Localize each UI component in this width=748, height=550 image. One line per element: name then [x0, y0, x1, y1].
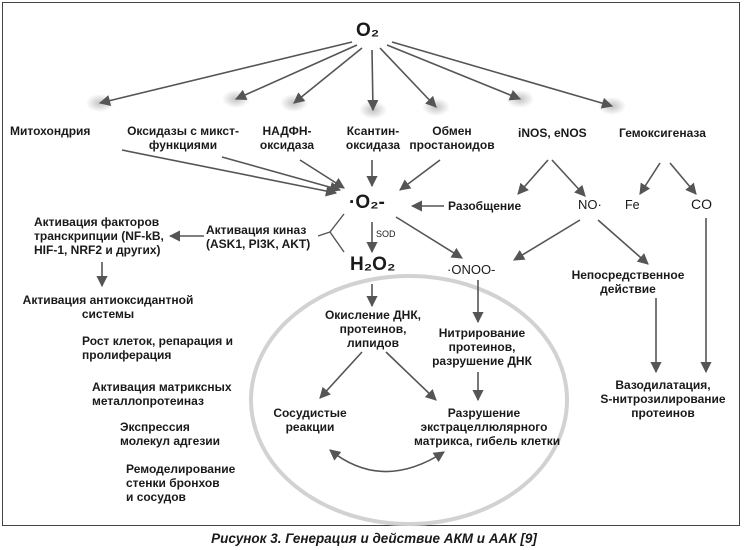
nitration-line-3: разрушение ДНК — [432, 354, 532, 368]
o2-node: O₂ — [356, 20, 380, 41]
co-node: CO — [691, 196, 712, 212]
remodel-line-2: стенки бронхов — [126, 476, 220, 490]
nitration-line-1: Нитрирование — [438, 326, 526, 340]
arrow-o2-xanthine — [367, 49, 379, 112]
xanthine-line-2: оксидаза — [345, 138, 401, 152]
arrow-nos-uncoupling — [517, 159, 549, 195]
no-node: NO· — [578, 197, 602, 212]
vasodil-line-1: Вазодилатация, — [615, 378, 711, 392]
vascular-line-2: реакции — [285, 420, 335, 434]
arrow-nos-no — [551, 159, 586, 197]
transcription-node: Активация факторов транскрипции (NF-kB, … — [34, 215, 164, 257]
arrow-heme-co — [669, 162, 697, 195]
tf-line-3: HIF-1, NRF2 и других) — [34, 243, 161, 257]
ecm-node: Разрушение экстрацеллюлярного матрикса, … — [414, 406, 561, 448]
bracket-h2o2-kinase — [329, 213, 345, 253]
mmp-node: Активация матриксных металлопротеиназ — [92, 380, 232, 408]
arrow-o2-heme — [391, 41, 614, 109]
arrow-prostanoid-superoxide — [399, 159, 441, 191]
figure-frame — [2, 2, 740, 526]
heme-oxygenase-node: Гемоксигеназа — [619, 126, 706, 140]
arrow-nadph-superoxide — [299, 159, 345, 189]
arrow-mixed-superoxide — [221, 156, 342, 193]
peroxynitrite-node: ·ONOO- — [447, 262, 496, 277]
antioxidant-node: Активация антиоксидантной системы — [22, 293, 194, 321]
adhesion-line-2: молекул адгезии — [120, 434, 221, 448]
mixed-oxidases-node: Оксидазы с микст- функциями — [112, 124, 254, 152]
vasodil-line-3: протеинов — [631, 406, 695, 420]
kinase-line-2: (ASK1, PI3K, AKT) — [206, 237, 311, 251]
shadow-blobs — [86, 90, 626, 119]
arrow-no-onoo — [513, 219, 581, 261]
mmp-line-2: металлопротеиназ — [92, 394, 204, 408]
nadph-line-2: оксидаза — [259, 138, 315, 152]
vasodil-line-2: S-нитрозилирование — [600, 392, 726, 406]
tf-line-1: Активация факторов — [34, 215, 160, 229]
mmp-line-1: Активация матриксных — [92, 380, 232, 394]
arrow-o2-mito — [98, 41, 353, 107]
vasodilation-node: Вазодилатация, S-нитрозилирование протеи… — [600, 378, 726, 420]
nitration-line-2: протеинов, — [448, 340, 516, 354]
mitochondria-node: Митохондрия — [10, 124, 91, 138]
prostanoid-line-1: Обмен — [432, 124, 472, 138]
xanthine-line-1: Ксантин- — [346, 124, 400, 138]
effects-ellipse — [249, 274, 569, 526]
direct-line-2: действие — [600, 282, 656, 296]
direct-action-node: Непосредственное действие — [568, 268, 688, 296]
nitration-node: Нитрирование протеинов, разрушение ДНК — [426, 326, 538, 368]
vascular-node: Сосудистые реакции — [266, 406, 354, 434]
oxidation-line-2: протеинов, — [339, 322, 407, 336]
mixed-oxidases-line-1: Оксидазы с микст- — [127, 124, 239, 138]
arrow-oxidation-ecm — [385, 351, 437, 401]
oxidation-line-3: липидов — [347, 336, 399, 350]
direct-line-1: Непосредственное — [571, 268, 685, 282]
ecm-line-2: экстрацеллюлярного — [420, 420, 548, 434]
nadph-line-1: НАДФН- — [262, 124, 312, 138]
remodel-line-1: Ремоделирование — [126, 462, 236, 476]
nos-node: iNOS, eNOS — [518, 126, 587, 140]
antiox-line-2: системы — [81, 307, 135, 321]
mixed-oxidases-line-2: функциями — [148, 138, 218, 152]
h2o2-node: H₂O₂ — [350, 254, 396, 275]
remodeling-node: Ремоделирование стенки бронхов и сосудов — [126, 462, 235, 504]
prostanoid-node: Обмен простаноидов — [402, 124, 502, 152]
oxidation-node: Окисление ДНК, протеинов, липидов — [320, 308, 426, 350]
ecm-line-3: матрикса, гибель клетки — [414, 434, 561, 448]
remodel-line-3: и сосудов — [126, 490, 186, 504]
arrow-o2-mixed — [234, 44, 358, 101]
arrow-heme-fe — [639, 162, 661, 195]
arrow-vascular-ecm — [329, 449, 445, 473]
ecm-line-1: Разрушение — [447, 406, 521, 420]
kinase-line-1: Активация киназ — [206, 223, 307, 237]
arrow-oxidation-vascular — [319, 351, 363, 399]
nadph-oxidase-node: НАДФН- оксидаза — [253, 124, 321, 152]
arrow-superoxide-onoo — [395, 216, 463, 259]
line-bracket-kinase — [317, 231, 331, 237]
fe-node: Fe — [625, 198, 640, 212]
figure-caption: Рисунок 3. Генерация и действие АКМ и АА… — [211, 531, 537, 546]
arrow-no-direct — [597, 219, 649, 265]
uncoupling-node: Разобщение — [448, 199, 522, 213]
tf-line-2: транскрипции (NF-kB, — [34, 229, 164, 243]
antiox-line-1: Активация антиоксидантной — [22, 293, 194, 307]
kinase-node: Активация киназ (ASK1, PI3K, AKT) — [206, 223, 310, 251]
adhesion-line-1: Экспрессия — [120, 420, 190, 434]
arrow-o2-nos — [386, 44, 522, 101]
growth-line-2: пролиферация — [82, 348, 172, 362]
arrow-mito-superoxide — [121, 149, 338, 197]
sod-label: SOD — [376, 229, 396, 239]
growth-node: Рост клеток, репарация и пролиферация — [82, 334, 233, 362]
arrow-o2-prostanoid — [379, 47, 437, 108]
prostanoid-line-2: простаноидов — [409, 138, 495, 152]
adhesion-node: Экспрессия молекул адгезии — [120, 420, 220, 448]
growth-line-1: Рост клеток, репарация и — [82, 334, 234, 348]
arrow-o2-nadph — [293, 47, 363, 104]
xanthine-oxidase-node: Ксантин- оксидаза — [338, 124, 408, 152]
superoxide-node: ·O₂- — [349, 192, 385, 213]
oxidation-line-1: Окисление ДНК, — [324, 308, 422, 322]
vascular-line-1: Сосудистые — [273, 406, 347, 420]
